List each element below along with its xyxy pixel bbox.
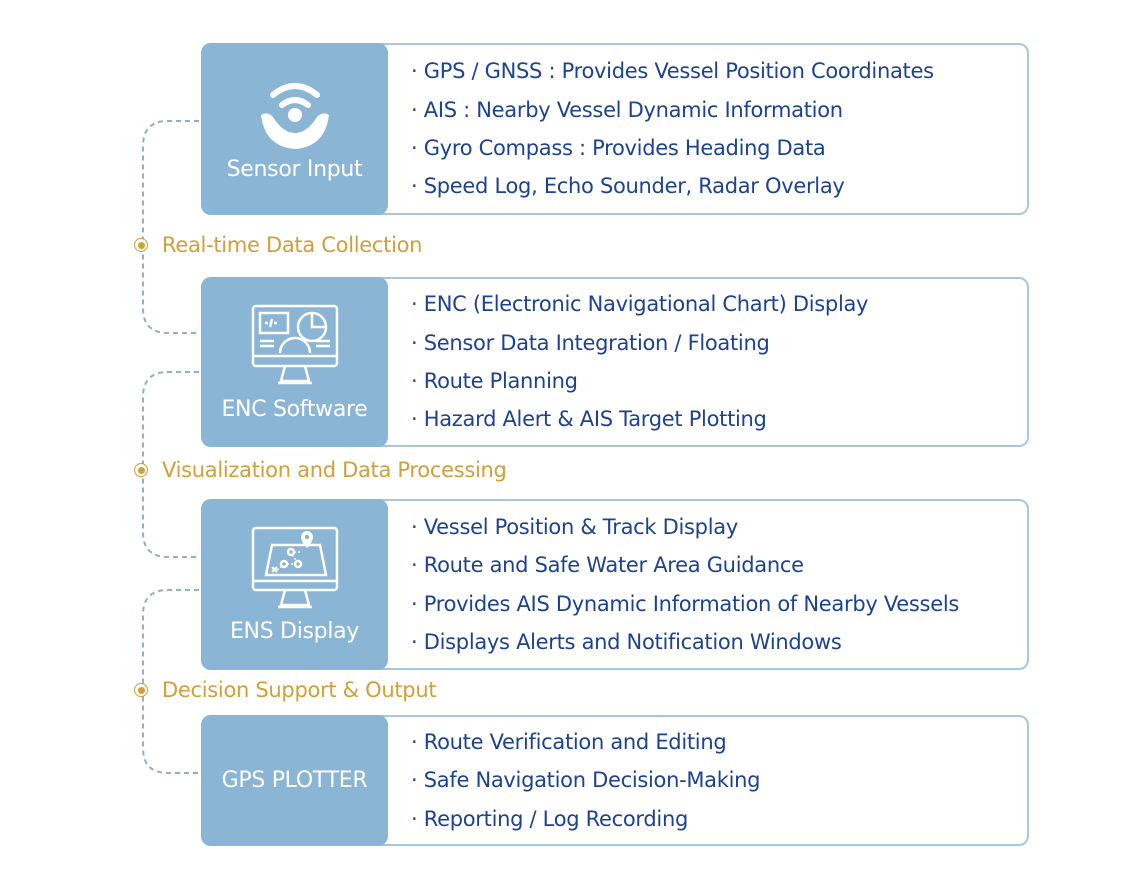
- item-list: · ENC (Electronic Navigational Chart) Di…: [411, 279, 868, 445]
- sensor-signal-icon: [260, 82, 329, 149]
- list-item: · AIS : Nearby Vessel Dynamic Informatio…: [411, 97, 843, 122]
- list-item: · Route Verification and Editing: [411, 730, 727, 755]
- stage-text: Decision Support & Output: [162, 678, 437, 702]
- connector-3: [142, 589, 199, 774]
- block-title: Sensor Input: [226, 156, 363, 182]
- stage-text: Visualization and Data Processing: [162, 458, 507, 482]
- list-item: · ENC (Electronic Navigational Chart) Di…: [411, 292, 869, 317]
- list-item: · Speed Log, Echo Sounder, Radar Overlay: [411, 174, 845, 199]
- stage-dot-icon: [134, 463, 148, 477]
- block-ens-display: ENS Display · Vessel Position & Track Di…: [201, 499, 1029, 670]
- connector-1: [142, 120, 199, 334]
- list-item: · Sensor Data Integration / Floating: [411, 330, 770, 355]
- list-item: · Vessel Position & Track Display: [411, 514, 738, 539]
- block-enc-software: ENC Software · ENC (Electronic Navigatio…: [201, 277, 1029, 447]
- list-item: · GPS / GNSS : Provides Vessel Position …: [411, 59, 934, 84]
- list-item: · Safe Navigation Decision-Making: [411, 768, 761, 793]
- item-list: · Vessel Position & Track Display · Rout…: [411, 501, 959, 668]
- stage-label: Decision Support & Output: [134, 678, 437, 702]
- stage-label: Real-time Data Collection: [134, 233, 422, 257]
- monitor-software-icon: [251, 304, 338, 384]
- stage-dot-icon: [134, 683, 148, 697]
- block-header: GPS PLOTTER: [201, 715, 388, 846]
- list-item: · Hazard Alert & AIS Target Plotting: [411, 407, 767, 432]
- stage-dot-icon: [134, 238, 148, 252]
- block-title: ENS Display: [229, 619, 360, 644]
- block-header: Sensor Input: [201, 43, 388, 215]
- list-item: · Displays Alerts and Notification Windo…: [411, 629, 842, 654]
- list-item: · Provides AIS Dynamic Information of Ne…: [411, 591, 959, 616]
- block-header: ENC Software: [201, 277, 388, 447]
- block-gps-plotter: GPS PLOTTER · Route Verification and Edi…: [201, 715, 1029, 846]
- stage-text: Real-time Data Collection: [162, 233, 423, 257]
- block-title: GPS PLOTTER: [221, 768, 368, 793]
- list-item: · Route Planning: [411, 369, 578, 393]
- list-item: · Reporting / Log Recording: [411, 806, 688, 831]
- list-item: · Route and Safe Water Area Guidance: [411, 553, 804, 578]
- block-title: ENC Software: [221, 396, 368, 422]
- list-item: · Gyro Compass : Provides Heading Data: [411, 136, 826, 160]
- monitor-map-icon: [251, 526, 338, 609]
- block-header: ENS Display: [201, 499, 388, 670]
- item-list: · Route Verification and Editing · Safe …: [411, 717, 760, 844]
- item-list: · GPS / GNSS : Provides Vessel Position …: [411, 45, 934, 213]
- stage-label: Visualization and Data Processing: [134, 458, 507, 482]
- block-sensor-input: Sensor Input · GPS / GNSS : Provides Ves…: [201, 43, 1029, 215]
